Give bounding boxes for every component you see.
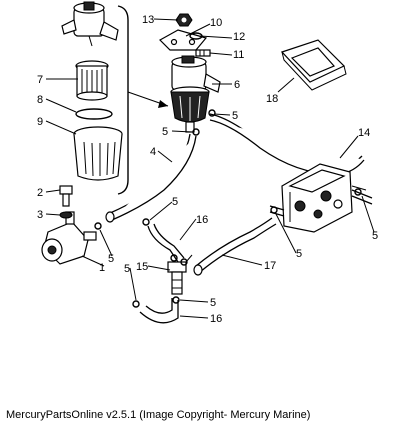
callout-5e: 5: [296, 248, 302, 260]
callout-15: 15: [136, 261, 148, 273]
filter-cover: [280, 39, 347, 91]
callout-14: 14: [358, 127, 370, 139]
washer: [59, 211, 73, 219]
callout-5d: 5: [108, 253, 114, 265]
hose-clamps: [94, 109, 362, 308]
callout-13: 13: [142, 14, 154, 26]
bolt: [59, 185, 73, 207]
leader-lines: [45, 18, 375, 319]
callout-11: 11: [233, 49, 244, 61]
callout-16b: 16: [210, 313, 222, 325]
fuel-system-parts-diagram: 13 10 12 11 7 8 9 6 18 5 5 14 4 2 3 5 16…: [37, 1, 378, 325]
mounting-bracket: [159, 29, 208, 51]
callout-8: 8: [37, 94, 43, 106]
callout-3: 3: [37, 209, 43, 221]
arrowhead: [158, 100, 168, 108]
fuel-pump-housing: [281, 163, 367, 233]
callout-4: 4: [150, 146, 156, 158]
callout-5b: 5: [162, 126, 168, 138]
hose-17: [195, 217, 273, 267]
callout-5c: 5: [172, 196, 178, 208]
callout-16a: 16: [196, 214, 208, 226]
hex-nut: [175, 13, 193, 27]
callout-5a: 5: [232, 110, 238, 122]
callout-5h: 5: [210, 297, 216, 309]
filter-element: [75, 60, 109, 101]
o-ring-gasket: [75, 108, 113, 120]
callout-5g: 5: [124, 263, 130, 275]
mounting-screw: [195, 49, 211, 57]
fuel-filter-assembled: [170, 55, 221, 133]
callout-9: 9: [37, 116, 43, 128]
hose-16-upper: [147, 225, 179, 263]
callout-17: 17: [264, 260, 276, 272]
callout-12: 12: [233, 31, 245, 43]
callout-5f: 5: [372, 230, 378, 242]
callout-18: 18: [266, 93, 278, 105]
filter-bowl: [73, 126, 123, 181]
callout-2: 2: [37, 187, 43, 199]
filter-housing-exploded: [61, 1, 119, 47]
callout-1: 1: [99, 262, 105, 274]
image-copyright-caption: MercuryPartsOnline v2.5.1 (Image Copyrig…: [6, 409, 311, 421]
callout-7: 7: [37, 74, 43, 86]
tee-fitting: [167, 261, 187, 295]
callout-6: 6: [234, 79, 240, 91]
exploded-view-bracket: [117, 5, 129, 195]
callout-10: 10: [210, 17, 222, 29]
fuel-pump: [41, 211, 97, 265]
callout-labels: 13 10 12 11 7 8 9 6 18 5 5 14 4 2 3 5 16…: [37, 14, 378, 325]
